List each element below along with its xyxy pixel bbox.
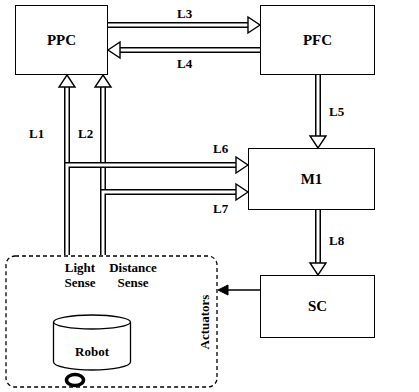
robot-region: Light SenseDistance SenseActuatorsRobot (5, 255, 218, 388)
link-label: L8 (328, 233, 345, 248)
link-label: L4 (176, 56, 193, 71)
robot-cylinder: Robot (52, 314, 132, 372)
link-label: L7 (212, 201, 229, 216)
cylinder-outline (52, 314, 132, 372)
link-label: L2 (77, 126, 94, 141)
link-label: L3 (176, 6, 193, 21)
box-label: PFC (303, 32, 332, 49)
solid-arrow (218, 285, 260, 295)
sensor-label: Light Sense (57, 261, 103, 291)
double-arrow (67, 157, 248, 255)
box-label: M1 (301, 171, 323, 188)
double-arrow (310, 75, 326, 148)
box-label: PPC (47, 32, 76, 49)
process-box: PPC (15, 5, 108, 75)
double-arrow (103, 184, 248, 255)
robot-label: Robot (75, 344, 109, 372)
process-box: SC (260, 275, 375, 338)
sensor-label: Distance Sense (102, 261, 164, 291)
process-box: M1 (248, 148, 375, 210)
process-box: PFC (260, 5, 375, 75)
link-label: L5 (328, 104, 345, 119)
box-label: SC (308, 298, 327, 315)
link-label: L6 (212, 141, 229, 156)
actuator-label: Actuators (198, 295, 213, 350)
double-arrow (310, 210, 326, 275)
link-label: L1 (28, 126, 45, 141)
wheel-symbol (67, 375, 84, 386)
